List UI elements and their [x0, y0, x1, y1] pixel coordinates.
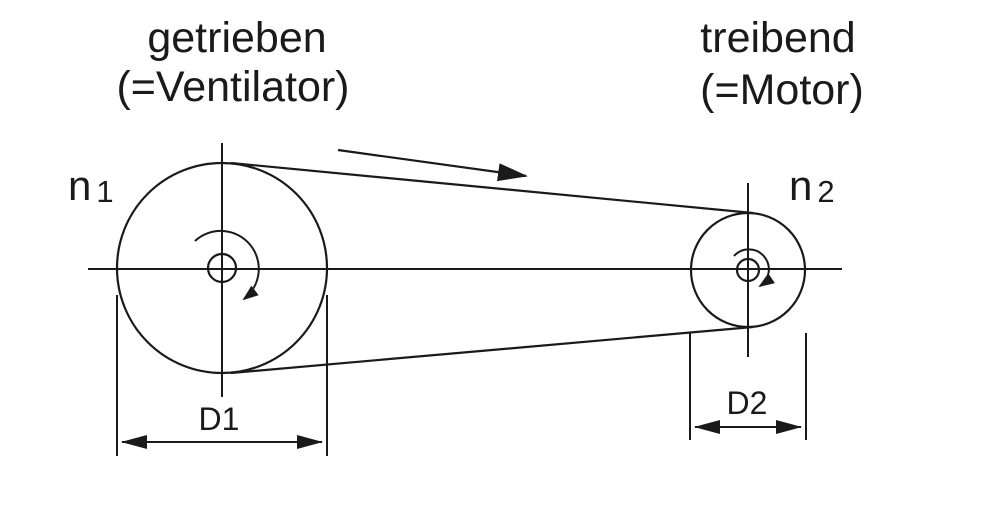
driven-pulley-hub	[206, 252, 238, 284]
belt-bottom-line	[230, 325, 754, 375]
driven-rotation-arrow	[194, 230, 260, 301]
n2-index: 2	[817, 174, 834, 209]
d1-label: D1	[199, 401, 240, 437]
belt-direction-arrow	[337, 148, 528, 182]
driven-title-line2: (=Ventilator)	[116, 63, 349, 111]
driving-rotation-arrow	[733, 248, 775, 288]
driving-title-line1: treibend	[700, 14, 855, 62]
driven-title-line1: getrieben	[147, 14, 326, 62]
n2-symbol: n	[789, 162, 812, 209]
driving-pulley-hub	[735, 257, 761, 283]
driven-pulley-circle	[115, 161, 329, 375]
driving-title-line2: (=Motor)	[700, 66, 864, 114]
belt-top-line	[230, 161, 754, 215]
n1-symbol: n	[68, 162, 91, 209]
n1-index: 1	[96, 174, 113, 209]
d2-label: D2	[727, 385, 768, 421]
